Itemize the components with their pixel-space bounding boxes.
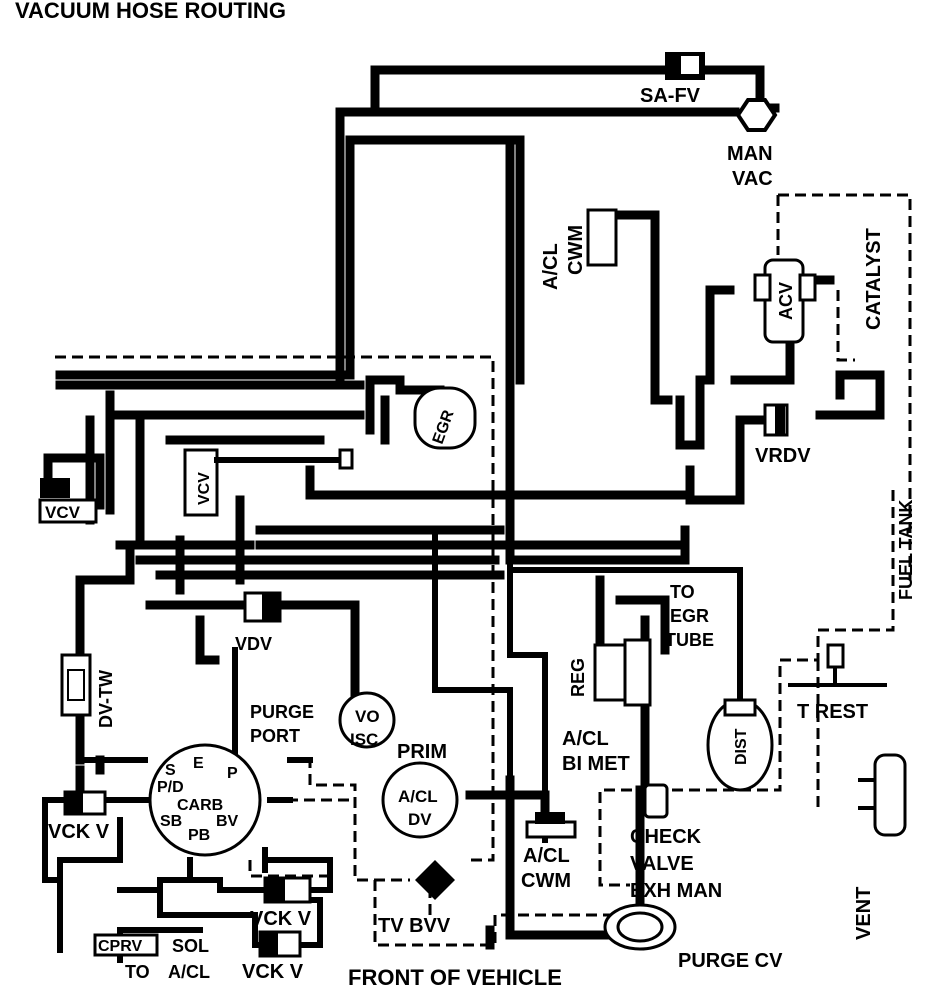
purge-cv-label: PURGE CV [678, 950, 783, 972]
cprv-label: CPRV [98, 938, 142, 955]
to-egr-label-2: EGR [670, 606, 709, 626]
diagram-title: VACUUM HOSE ROUTING [15, 0, 286, 23]
vent-label: VENT [853, 887, 875, 940]
vcv-center-valve [183, 448, 219, 517]
tv-bvv-valve [415, 860, 455, 900]
dv-tw-label: DV-TW [96, 670, 116, 728]
acl-cwm-bottom-label-1: A/CL [523, 845, 570, 867]
carb-pd-label: P/D [157, 779, 184, 796]
vo-isc-valve [338, 691, 396, 749]
carb-e-label: E [193, 755, 204, 772]
front-of-vehicle-label: FRONT OF VEHICLE [348, 965, 562, 990]
fuel-tank-label: FUEL TANK [896, 500, 916, 600]
acl-bimet-label-1: A/CL [562, 728, 609, 750]
port-label: PORT [250, 726, 300, 746]
purge-label: PURGE [250, 702, 314, 722]
components [38, 52, 907, 958]
dashed-lines [55, 193, 912, 947]
carb-bv-label: BV [216, 813, 239, 830]
vrdv-label: VRDV [755, 445, 811, 467]
vcv-left-valve [38, 498, 98, 524]
check-valve [643, 783, 669, 819]
vdv-label: VDV [235, 634, 272, 654]
check-label: CHECK [630, 826, 702, 848]
t-rest-label: T REST [797, 701, 868, 723]
reg-label: REG [568, 658, 588, 697]
carb-sb-label: SB [160, 813, 182, 830]
acl-cwm-top [586, 208, 618, 267]
exh-man-label: EXH MAN [630, 880, 722, 902]
sol-label: SOL [172, 936, 209, 956]
acl-dv-label-1: A/CL [398, 787, 438, 806]
vcv-center-label: VCV [196, 472, 213, 505]
catalyst-label: CATALYST [863, 228, 885, 330]
acl-dv-label-2: DV [408, 810, 432, 829]
vck-v-label-1: VCK V [48, 821, 110, 843]
vo-label: VO [355, 707, 380, 726]
egr-valve [413, 386, 477, 450]
tv-bvv-label: TV BVV [378, 915, 451, 937]
cwm-top-label: CWM [565, 225, 587, 275]
acl-cwm-bottom-label-2: CWM [521, 870, 571, 892]
isc-label: ISC [350, 730, 378, 749]
carb-s-label: S [165, 762, 176, 779]
man-label: MAN [727, 143, 773, 165]
to-label-2: TO [125, 962, 150, 982]
acl-top-label: A/CL [540, 243, 562, 290]
carb-pb-label: PB [188, 827, 210, 844]
valve-label: VALVE [630, 853, 694, 875]
sa-fv-label: SA-FV [640, 85, 701, 107]
purge-cv-valve [603, 903, 677, 951]
acl-cwm-bottom [525, 820, 577, 839]
to-egr-label-1: TO [670, 582, 695, 602]
vck-v-label-2: VCK V [250, 908, 312, 930]
vcv-left-label: VCV [45, 503, 81, 522]
labels: VACUUM HOSE ROUTING FRONT OF VEHICLE SA-… [15, 0, 916, 990]
dist-label: DIST [733, 728, 750, 765]
carb-p-label: P [227, 765, 238, 782]
manifold-vacuum-fitting [735, 98, 778, 132]
carburetor [148, 743, 262, 857]
to-egr-label-3: TUBE [665, 630, 714, 650]
t-rest-valve [826, 643, 845, 669]
carb-carb-label: CARB [177, 797, 223, 814]
vck-v-label-3: VCK V [242, 961, 304, 983]
acv-label: ACV [776, 282, 796, 320]
prim-label: PRIM [397, 741, 447, 763]
acl-bimet-label-2: BI MET [562, 753, 630, 775]
acl-label-2: A/CL [168, 962, 210, 982]
acl-dv-valve [381, 761, 459, 839]
main-hoses [42, 65, 887, 963]
vac-label: VAC [732, 168, 773, 190]
vent-fitting [873, 753, 907, 837]
cprv-valve [93, 933, 159, 957]
